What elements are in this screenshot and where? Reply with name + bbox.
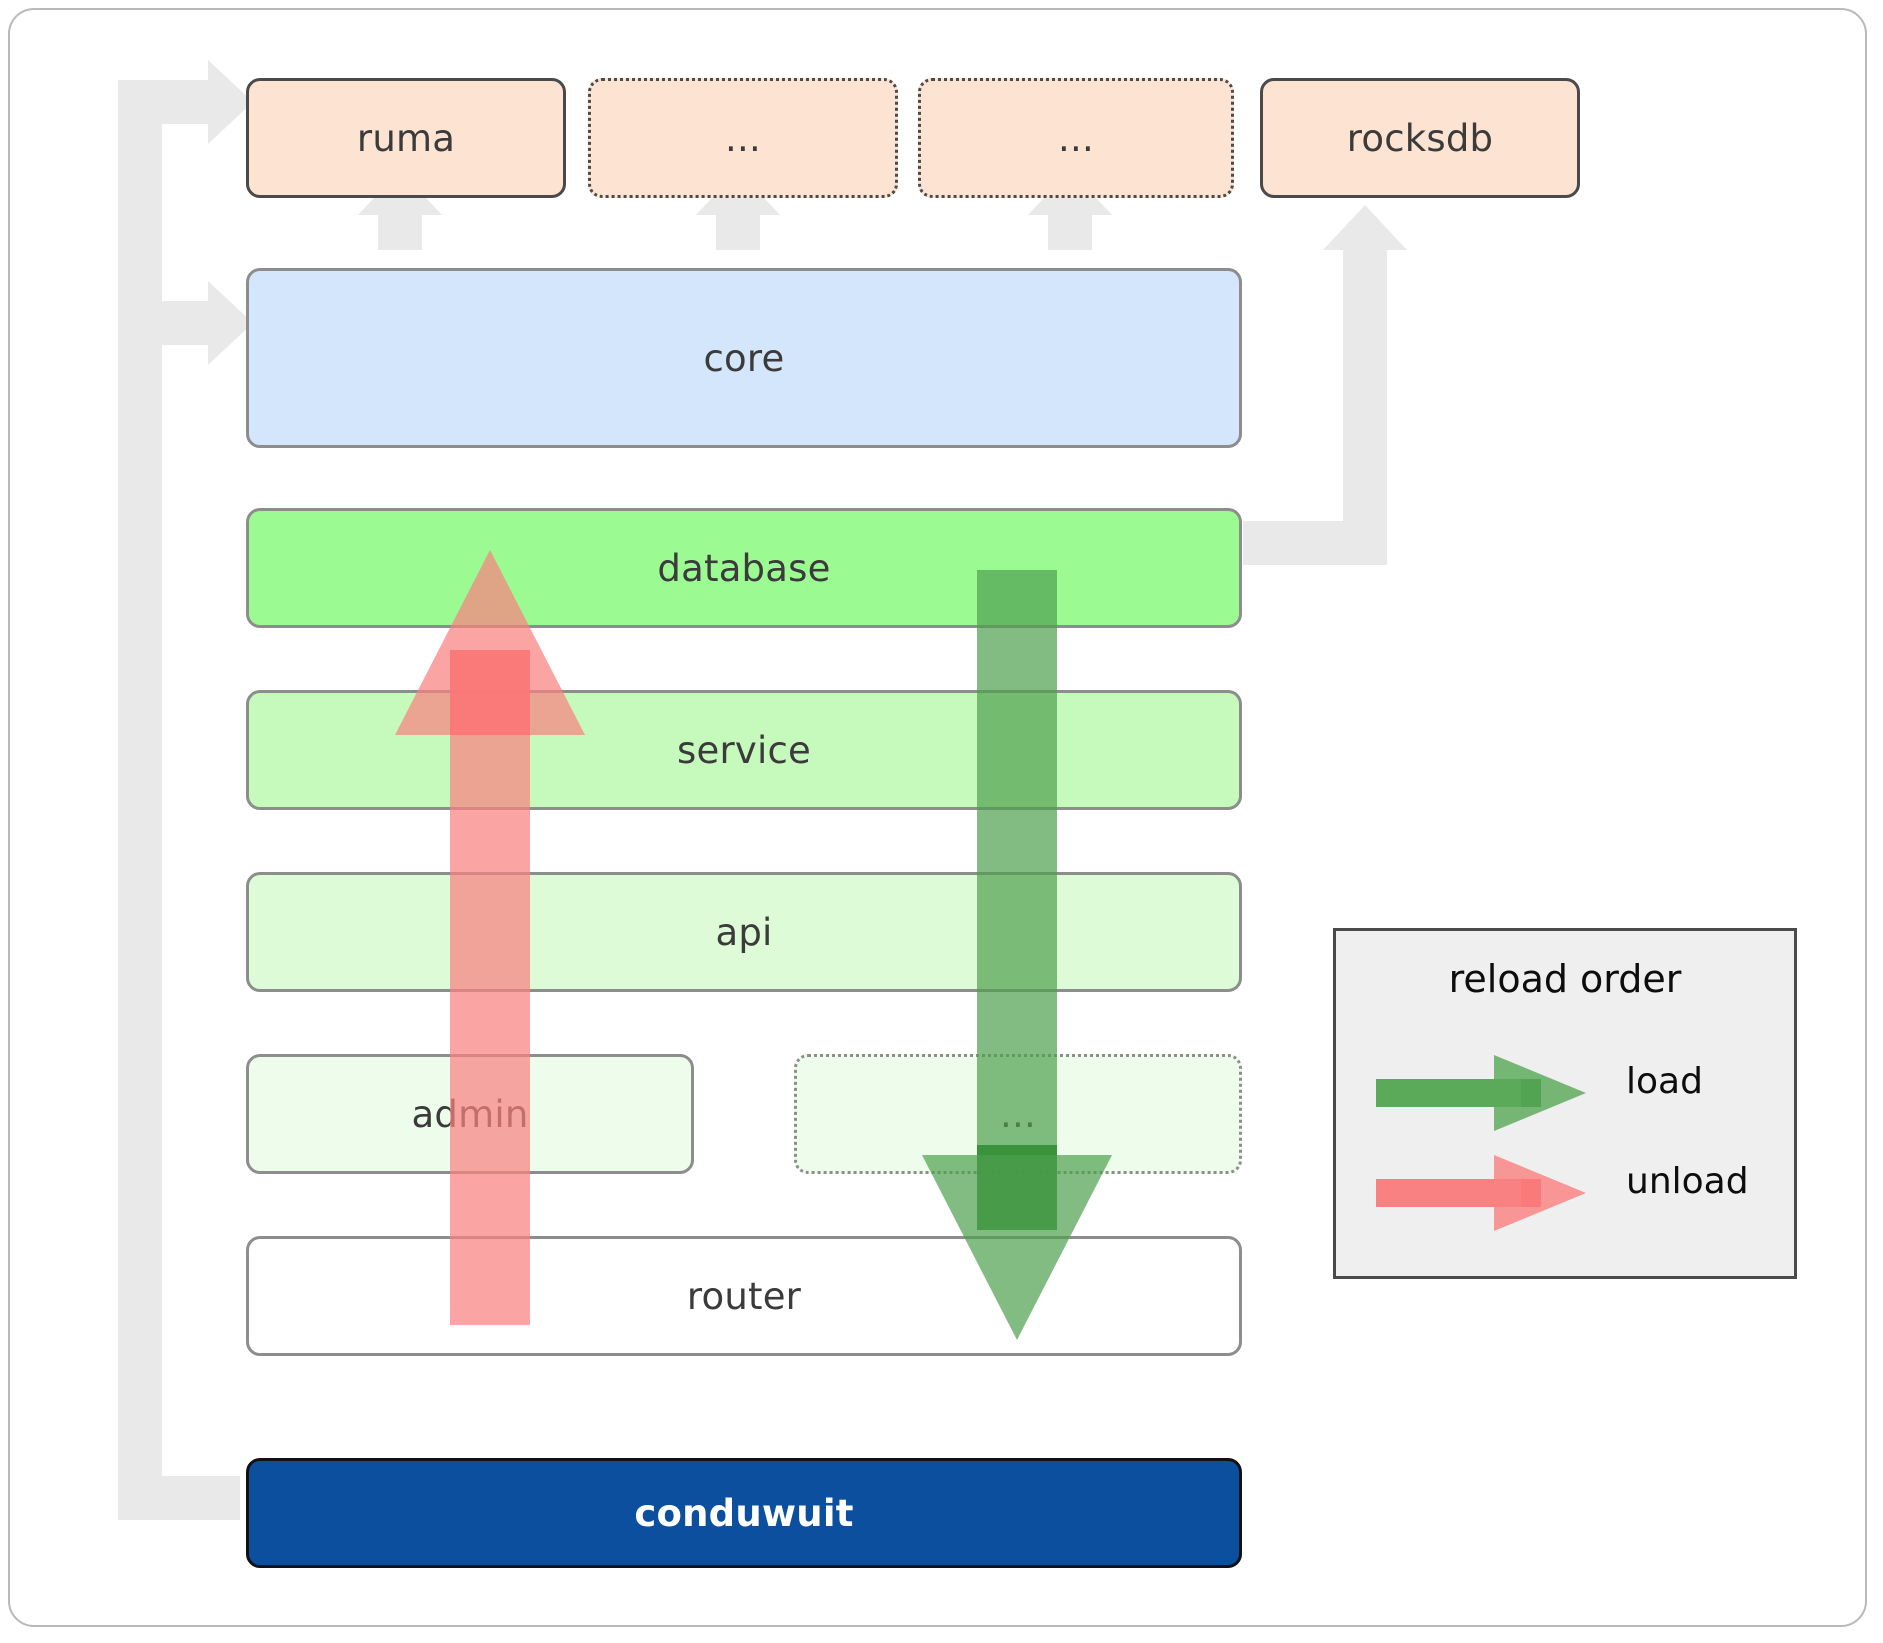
module-core[interactable]: core: [246, 268, 1242, 448]
crate-placeholder-1-label: ...: [725, 116, 761, 160]
legend-load-arrow-icon: [1376, 1055, 1586, 1131]
legend-load-label: load: [1626, 1061, 1703, 1102]
legend-row-unload: unload: [1336, 1153, 1794, 1233]
binary-conduwuit-label: conduwuit: [634, 1491, 854, 1535]
module-api-label: api: [715, 910, 773, 954]
crate-placeholder-2-label: ...: [1058, 116, 1094, 160]
module-router[interactable]: router: [246, 1236, 1242, 1356]
module-database-label: database: [657, 546, 831, 590]
module-placeholder-label: ...: [1000, 1092, 1036, 1136]
binary-conduwuit[interactable]: conduwuit: [246, 1458, 1242, 1568]
module-placeholder[interactable]: ...: [794, 1054, 1242, 1174]
legend-unload-arrow-icon: [1376, 1155, 1586, 1231]
crate-placeholder-1[interactable]: ...: [588, 78, 898, 198]
module-router-label: router: [686, 1274, 802, 1318]
crate-placeholder-2[interactable]: ...: [918, 78, 1234, 198]
module-api[interactable]: api: [246, 872, 1242, 992]
module-database[interactable]: database: [246, 508, 1242, 628]
module-admin-label: admin: [411, 1092, 529, 1136]
crate-rocksdb[interactable]: rocksdb: [1260, 78, 1580, 198]
legend-row-load: load: [1336, 1053, 1794, 1133]
module-admin[interactable]: admin: [246, 1054, 694, 1174]
crate-ruma-label: ruma: [356, 116, 456, 160]
module-service-label: service: [677, 728, 811, 772]
module-service[interactable]: service: [246, 690, 1242, 810]
crate-ruma[interactable]: ruma: [246, 78, 566, 198]
crate-rocksdb-label: rocksdb: [1346, 116, 1494, 160]
legend-reload-order: reload order load unload: [1333, 928, 1797, 1279]
legend-title: reload order: [1448, 957, 1682, 1001]
diagram-frame: [8, 8, 1867, 1627]
module-core-label: core: [703, 336, 785, 380]
legend-unload-label: unload: [1626, 1161, 1749, 1202]
